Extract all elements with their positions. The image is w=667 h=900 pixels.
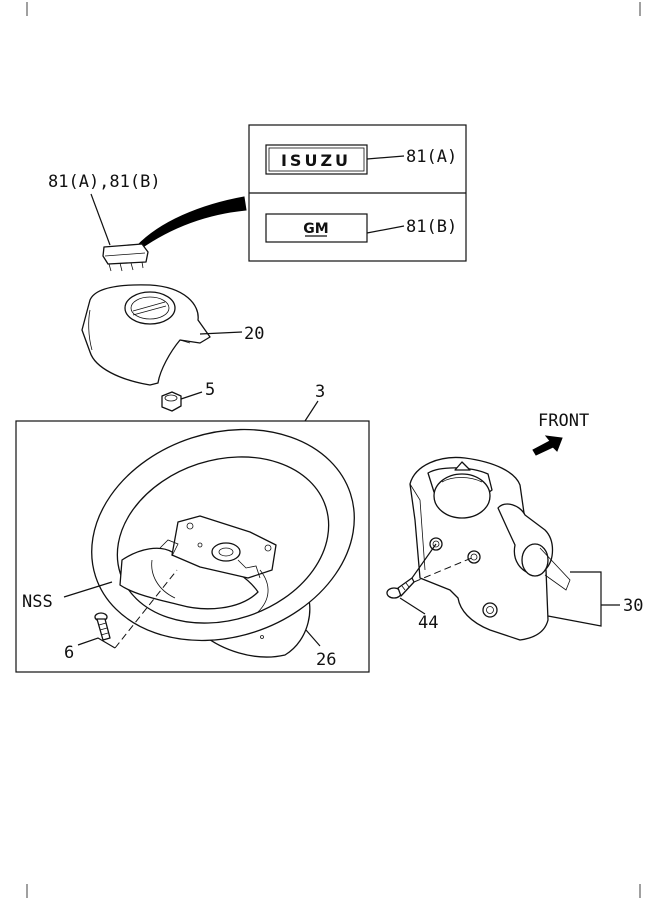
label-3: 3 <box>315 382 325 402</box>
label-26: 26 <box>316 650 336 670</box>
bolt <box>94 612 111 641</box>
emblem-detail-box: ISUZU 81(A) GM 81(B) <box>248 124 467 262</box>
front-arrow-icon <box>532 435 563 456</box>
label-44: 44 <box>418 613 438 633</box>
front-label: FRONT <box>538 411 589 431</box>
label-nss: NSS <box>22 592 53 612</box>
label-20: 20 <box>244 324 264 344</box>
column-cover <box>409 456 571 641</box>
gm-emblem: GM <box>265 213 368 243</box>
emblem-clip <box>102 243 149 272</box>
horn-pad-cover <box>81 284 211 386</box>
nut <box>161 391 182 412</box>
label-6: 6 <box>64 643 74 663</box>
isuzu-emblem: ISUZU <box>265 144 368 175</box>
detail-connector <box>136 196 247 250</box>
isuzu-emblem-text: ISUZU <box>281 151 351 170</box>
label-5: 5 <box>205 380 215 400</box>
label-30: 30 <box>623 596 643 616</box>
steering-wheel <box>91 428 355 658</box>
wheel-assembly-box <box>15 420 370 673</box>
screw <box>386 577 415 599</box>
label-81ab: 81(A),81(B) <box>48 172 161 192</box>
gm-emblem-text: GM <box>303 221 328 237</box>
label-81a: 81(A) <box>406 147 457 167</box>
corner-marks <box>26 2 641 898</box>
label-81b: 81(B) <box>406 217 457 237</box>
